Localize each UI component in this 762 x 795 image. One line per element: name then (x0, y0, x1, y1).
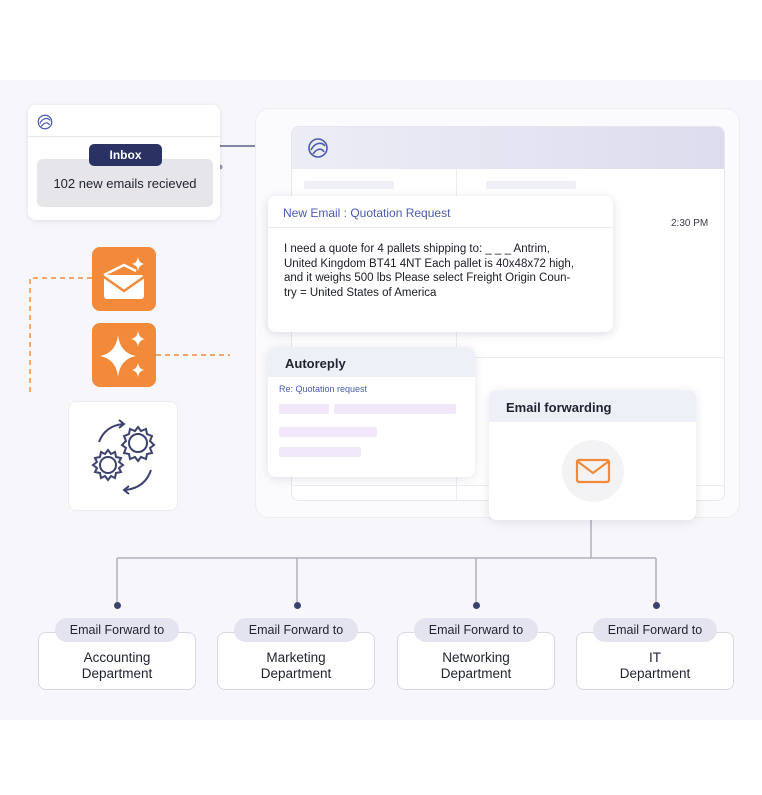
connector-dot (114, 602, 121, 609)
sparkles-tile (92, 323, 156, 387)
dept-name-line: Accounting (83, 650, 151, 665)
gears-cycle-icon (91, 419, 156, 495)
autoreply-header (268, 347, 475, 377)
dept-name-it: IT Department (576, 650, 734, 682)
inbox-badge: Inbox (89, 144, 162, 166)
envelope-badge (562, 440, 624, 502)
envelope-sparkle-icon (103, 257, 145, 299)
dept-badge-accounting: Email Forward to (55, 618, 179, 642)
skeleton-bar (304, 181, 394, 189)
dept-badge-networking: Email Forward to (414, 618, 538, 642)
connector-dot (294, 602, 301, 609)
new-email-divider (268, 227, 613, 228)
row-divider (292, 357, 724, 358)
dept-name-line: IT (649, 650, 661, 665)
autoreply-title: Autoreply (285, 356, 346, 371)
dept-name-line: Department (440, 666, 512, 681)
connector-dot (473, 602, 480, 609)
email-body-line: try = United States of America (284, 286, 437, 299)
email-body-line: and it weighs 500 lbs Please select Frei… (284, 272, 571, 284)
dept-name-line: Department (81, 666, 153, 681)
placeholder-line (334, 404, 456, 414)
dept-name-accounting: Accounting Department (38, 650, 196, 682)
placeholder-line (279, 427, 377, 437)
new-email-title: New Email : Quotation Request (283, 206, 451, 220)
inbox-divider (28, 136, 220, 137)
email-forwarding-header (489, 390, 696, 422)
skeleton-bar (486, 181, 576, 189)
connector-dot (653, 602, 660, 609)
placeholder-line (279, 404, 329, 414)
column-divider (456, 169, 457, 500)
app-header (292, 127, 724, 169)
new-email-card[interactable] (268, 196, 613, 332)
dept-badge-marketing: Email Forward to (234, 618, 358, 642)
new-email-body: I need a quote for 4 pallets shipping to… (284, 242, 606, 300)
inbox-message: 102 new emails recieved (53, 176, 197, 191)
envelope-sparkle-tile (92, 247, 156, 311)
email-forwarding-title: Email forwarding (506, 400, 612, 415)
dept-name-line: Department (260, 666, 332, 681)
brand-logo-icon (37, 114, 53, 130)
autoreply-subject: Re: Quotation request (279, 384, 368, 394)
dept-name-networking: Networking Department (397, 650, 555, 682)
brand-logo-icon (308, 138, 328, 158)
automation-gears-tile (68, 401, 178, 511)
message-time: 2:30 PM (671, 218, 709, 229)
dept-name-line: Department (619, 666, 691, 681)
dept-name-line: Networking (442, 650, 510, 665)
inbox-message-box[interactable] (37, 159, 213, 207)
placeholder-line (279, 447, 361, 457)
dept-badge-it: Email Forward to (593, 618, 717, 642)
envelope-icon (575, 458, 611, 484)
email-body-line: United Kingdom BT41 4NT Each pallet is 4… (284, 257, 575, 270)
dept-name-marketing: Marketing Department (217, 650, 375, 682)
email-body-line: I need a quote for 4 pallets shipping to… (284, 243, 550, 255)
dept-name-line: Marketing (266, 650, 326, 665)
sparkles-icon (100, 331, 145, 377)
